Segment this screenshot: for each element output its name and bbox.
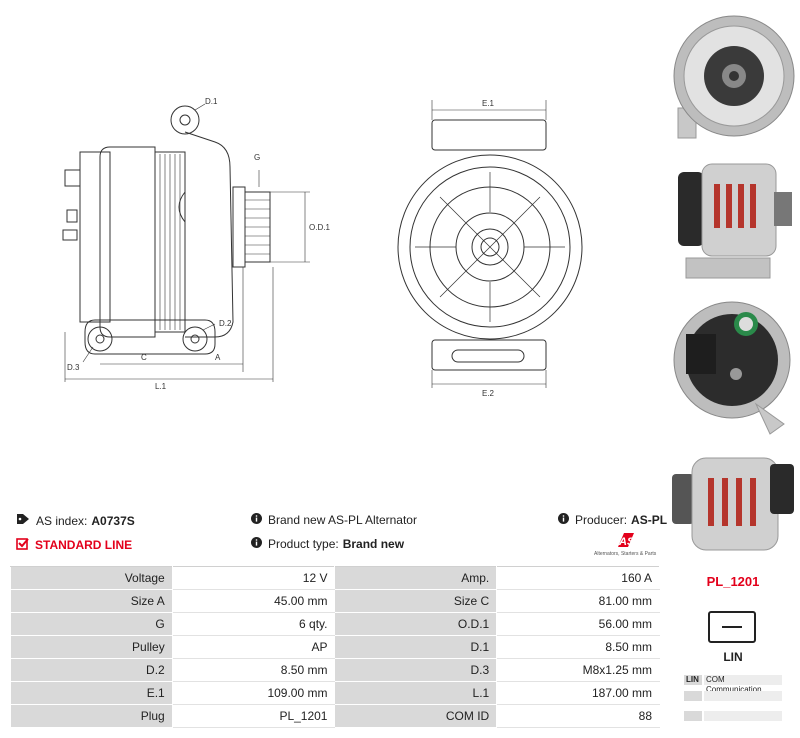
- plug-label: LIN: [723, 650, 743, 664]
- spec-value: M8x1.25 mm: [496, 658, 660, 682]
- spec-key: Amp.: [334, 566, 498, 590]
- checkbox-icon: [16, 537, 29, 553]
- terminal-row: [684, 691, 782, 701]
- spec-key: Voltage: [10, 566, 173, 590]
- spec-key: Size C: [334, 589, 498, 613]
- info-icon: [558, 513, 569, 527]
- spec-value: 8.50 mm: [171, 658, 336, 682]
- spec-key: Size A: [10, 589, 173, 613]
- svg-text:AS: AS: [618, 536, 635, 548]
- producer-value: AS-PL: [631, 513, 668, 527]
- spec-value: PL_1201: [171, 704, 336, 728]
- photo-rear-view: [666, 294, 800, 440]
- info-icon: [251, 513, 262, 527]
- label-d3: D.3: [67, 363, 80, 372]
- svg-text:Alternators, Starters & Parts: Alternators, Starters & Parts: [594, 551, 657, 557]
- spec-key: D.2: [10, 658, 173, 682]
- label-d1: D.1: [205, 97, 218, 106]
- label-l1: L.1: [155, 382, 167, 391]
- spec-value: 109.00 mm: [171, 681, 336, 705]
- spec-key: G: [10, 612, 173, 636]
- spec-value: 8.50 mm: [496, 635, 660, 659]
- spec-value: 81.00 mm: [496, 589, 660, 613]
- photo-front-view: [666, 8, 800, 156]
- tag-icon: [16, 513, 30, 528]
- spec-value: 12 V: [171, 566, 336, 590]
- side-view-drawing: D.1 G O.D.1 D.2 D.3 C A L.1: [55, 92, 345, 402]
- as-pl-logo: AS Alternators, Starters & Parts: [594, 531, 658, 557]
- spec-key: E.1: [10, 681, 173, 705]
- label-e2: E.2: [482, 389, 495, 398]
- label-a: A: [215, 353, 221, 362]
- spec-key: O.D.1: [334, 612, 498, 636]
- info-icon: [251, 537, 262, 551]
- product-type: Product type: Brand new: [251, 537, 404, 551]
- spec-value: 88: [496, 704, 660, 728]
- terminal-row: [684, 711, 782, 721]
- standard-line: STANDARD LINE: [16, 537, 132, 553]
- front-view-drawing: E.1 E.2: [390, 92, 590, 402]
- photo-side-view: [666, 154, 800, 290]
- label-c: C: [141, 353, 147, 362]
- spec-value: 56.00 mm: [496, 612, 660, 636]
- photo-angled-view: [666, 444, 800, 564]
- label-od1: O.D.1: [309, 223, 330, 232]
- spec-key: L.1: [334, 681, 498, 705]
- spec-key: D.1: [334, 635, 498, 659]
- spec-value: 45.00 mm: [171, 589, 336, 613]
- producer: Producer: AS-PL: [558, 513, 667, 527]
- spec-value: 160 A: [496, 566, 660, 590]
- label-e1: E.1: [482, 99, 495, 108]
- spec-key: D.3: [334, 658, 498, 682]
- spec-key: Pulley: [10, 635, 173, 659]
- spec-value: 187.00 mm: [496, 681, 660, 705]
- spec-key: COM ID: [334, 704, 498, 728]
- product-type-value: Brand new: [342, 537, 405, 551]
- as-index-value: A0737S: [91, 513, 135, 528]
- spec-value: 6 qty.: [171, 612, 336, 636]
- plug-code: PL_1201: [706, 574, 760, 589]
- as-index: AS index: A0737S: [16, 513, 135, 528]
- brand-new-note: Brand new AS-PL Alternator: [251, 513, 417, 527]
- spec-key: Plug: [10, 704, 173, 728]
- label-d2: D.2: [219, 319, 232, 328]
- plug-icon: [708, 611, 756, 643]
- label-g: G: [254, 153, 260, 162]
- spec-value: AP: [171, 635, 336, 659]
